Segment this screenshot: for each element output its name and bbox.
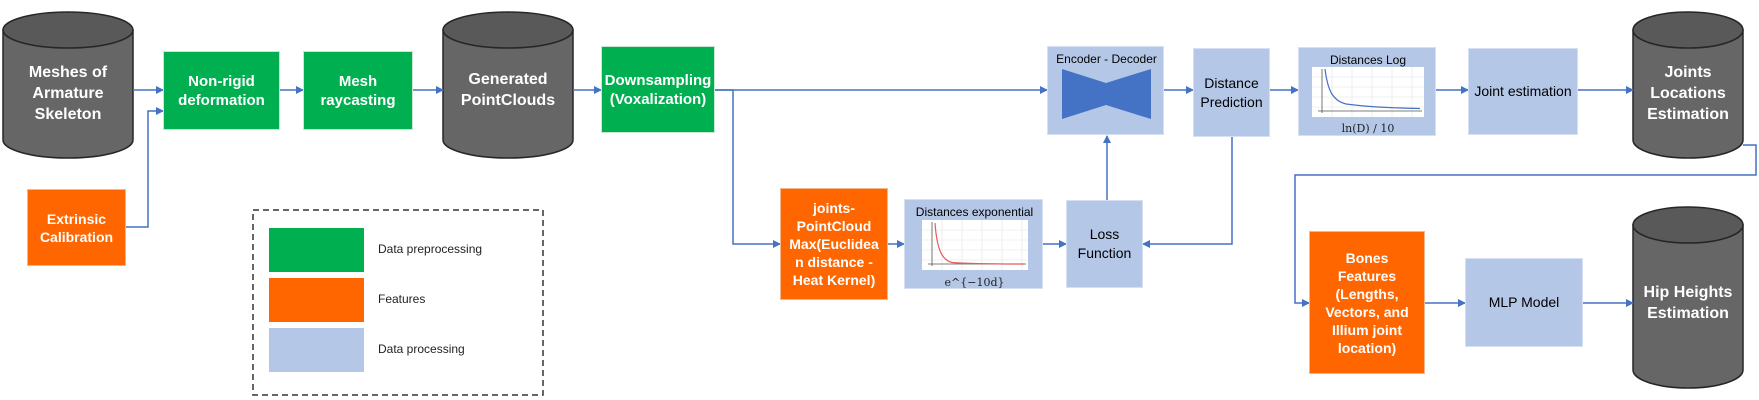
distances-log-box: Distances Log ln(D) / 10	[1298, 47, 1436, 136]
legend-swatch-data-processing	[269, 328, 364, 372]
distances-log-plot	[1312, 67, 1424, 117]
cylinder-joints-locations	[1632, 11, 1744, 159]
hip-heights-estimation-label: Hip Heights Estimation	[1643, 284, 1733, 322]
encoder-decoder-shape	[1062, 69, 1151, 119]
legend-swatch-features	[269, 278, 364, 322]
arrow-joints-locations-to-bones	[1294, 144, 1757, 307]
distances-exponential-box: Distances exponential e^{−10d}	[904, 199, 1043, 289]
extrinsic-calibration-box: Extrinsic Calibration	[27, 189, 126, 266]
joint-estimation-box: Joint estimation	[1468, 48, 1578, 135]
bones-features-box: Bones Features (Lengths, Vectors, and Il…	[1309, 231, 1425, 374]
distance-prediction-box: Distance Prediction	[1193, 48, 1270, 137]
arrow-downsampling-to-joints-pointcloud	[715, 89, 781, 248]
encoder-decoder-box: Encoder - Decoder	[1047, 46, 1164, 135]
cylinder-meshes	[2, 11, 134, 159]
mlp-model-box: MLP Model	[1465, 258, 1583, 347]
distances-exponential-plot	[922, 220, 1028, 270]
legend-swatch-data-preprocessing	[269, 228, 364, 272]
legend-frame	[252, 209, 544, 396]
loss-function-box: Loss Function	[1066, 200, 1143, 288]
cylinder-generated	[442, 11, 574, 159]
arrow-extrinsic-to-nonrigid	[126, 107, 164, 228]
legend-label-features: Features	[378, 292, 426, 306]
mesh-raycasting-box: Mesh raycasting	[303, 51, 413, 130]
joints-locations-estimation-label: Joints Locations Estimation	[1647, 63, 1729, 123]
generated-pointclouds-label: Generated PointClouds	[460, 71, 556, 109]
joints-pointcloud-heat-kernel-box: joints-PointCloud Max(Euclidea n distanc…	[780, 188, 888, 300]
distances-log-title: Distances Log	[1329, 53, 1407, 67]
distances-log-formula: ln(D) / 10	[1341, 122, 1395, 135]
cylinder-hip-heights	[1632, 206, 1744, 389]
downsampling-box: Downsampling (Voxalization)	[601, 46, 715, 133]
legend-label-data-processing: Data processing	[378, 342, 465, 356]
distances-exponential-title: Distances exponential	[915, 205, 1034, 219]
non-rigid-deformation-box: Non-rigid deformation	[163, 51, 280, 130]
meshes-of-armature-skeleton-label: Meshes of Armature Skeleton	[28, 63, 108, 123]
distances-exponential-formula: e^{−10d}	[944, 276, 1005, 289]
encoder-decoder-title: Encoder - Decoder	[1056, 52, 1157, 66]
arrow-distance-prediction-to-loss	[1142, 137, 1233, 248]
legend-label-data-preprocessing: Data preprocessing	[378, 242, 483, 256]
